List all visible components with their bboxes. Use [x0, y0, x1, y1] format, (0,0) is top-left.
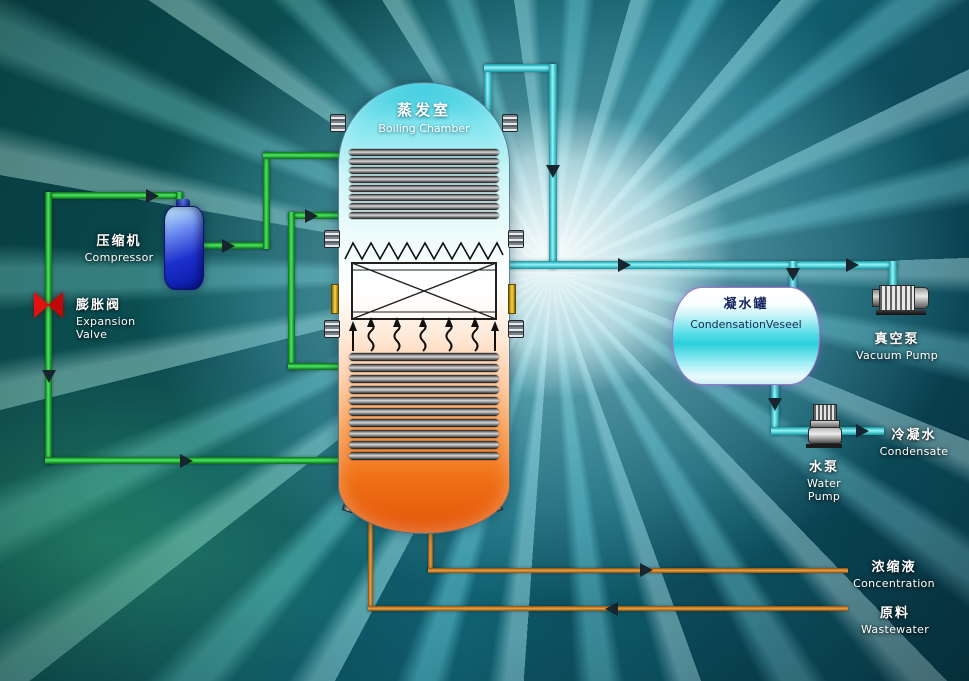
- expansion-valve-label-zh: 膨胀阀: [76, 298, 122, 313]
- coil-tube: [349, 452, 499, 460]
- demister-zigzag: [344, 241, 504, 261]
- flow-arrow: [42, 370, 56, 383]
- green-pipe-segment: [263, 152, 343, 159]
- orange-pipe-segment: [428, 522, 433, 572]
- compressor-label-zh: 压缩机: [96, 234, 142, 249]
- condensation-vessel: 凝水罐 CondensationVeseel: [672, 287, 820, 385]
- flow-arrow: [180, 454, 193, 468]
- coil-tube: [349, 386, 499, 394]
- heat-exchanger-top-coil: [349, 149, 499, 221]
- compressor-cap: [176, 199, 190, 208]
- expansion-valve-icon: [34, 292, 49, 318]
- vacuum-pump-icon: [872, 282, 930, 316]
- coil-tube: [349, 149, 499, 156]
- concentration-label: 浓缩液 Concentration: [848, 556, 940, 590]
- vacuum-pump-head: [914, 287, 929, 309]
- vessel-nozzle: [330, 114, 346, 132]
- coil-tube: [349, 397, 499, 405]
- wastewater-label-zh: 原料: [879, 606, 910, 621]
- vessel-nozzle: [324, 320, 340, 338]
- water-pump-label: 水泵 Water Pump: [789, 456, 859, 503]
- expansion-valve-icon: [48, 292, 63, 318]
- vessel-nozzle: [508, 320, 524, 338]
- green-pipe-segment: [288, 363, 343, 370]
- coil-tube: [349, 430, 499, 438]
- coil-tube: [349, 203, 499, 210]
- vessel-nozzle: [324, 230, 340, 248]
- wastewater-label-en: Wastewater: [860, 623, 930, 636]
- cyan-pipe-segment: [484, 64, 492, 112]
- flow-arrow: [546, 165, 560, 178]
- cyan-pipe-segment: [508, 261, 897, 269]
- vessel-nozzle: [502, 114, 518, 132]
- coil-tube: [349, 441, 499, 449]
- vessel-nozzle: [508, 230, 524, 248]
- coil-tube: [349, 375, 499, 383]
- vacuum-pump-label-zh: 真空泵: [874, 332, 920, 347]
- boiling-chamber-label-en: Boiling Chamber: [378, 122, 470, 135]
- coil-tube: [349, 408, 499, 416]
- cyan-pipe-segment: [484, 64, 557, 72]
- condensation-vessel-label-en: CondensationVeseel: [690, 318, 802, 331]
- heat-exchanger-bottom-coil: [349, 353, 499, 463]
- vacuum-pump-fins: [879, 285, 915, 311]
- vacuum-pump-base: [876, 310, 926, 315]
- concentration-label-zh: 浓缩液: [871, 560, 917, 575]
- coil-tube: [349, 185, 499, 192]
- flow-arrow: [846, 258, 859, 272]
- condensation-vessel-label-zh: 凝水罐: [723, 297, 769, 312]
- water-pump-label-zh: 水泵: [808, 460, 839, 475]
- flow-arrow: [640, 563, 653, 577]
- expansion-valve-label: 膨胀阀 Expansion Valve: [76, 294, 166, 341]
- green-pipe-segment: [45, 457, 360, 464]
- coil-tube: [349, 353, 499, 361]
- steam-arrows: [352, 323, 496, 352]
- flow-arrow: [605, 602, 618, 616]
- expansion-valve-label-en: Expansion Valve: [76, 315, 136, 341]
- coil-tube: [349, 212, 499, 219]
- condensate-label-zh: 冷凝水: [891, 428, 937, 443]
- boiling-chamber-vessel: 蒸发室 Boiling Chamber: [338, 82, 510, 534]
- vacuum-pump-label: 真空泵 Vacuum Pump: [855, 328, 939, 362]
- flow-arrow: [305, 209, 318, 223]
- compressor-label-en: Compressor: [84, 251, 154, 264]
- sight-glass: [508, 284, 516, 314]
- green-pipe-segment: [288, 212, 295, 370]
- coil-tube: [349, 419, 499, 427]
- orange-pipe-segment: [368, 520, 373, 611]
- cyan-pipe-segment: [889, 261, 897, 291]
- coil-tube: [349, 158, 499, 165]
- coil-tube: [349, 364, 499, 372]
- boiling-chamber-label-zh: 蒸发室: [396, 101, 451, 119]
- green-pipe-segment: [45, 192, 52, 464]
- cyan-pipe-segment: [771, 427, 816, 435]
- water-pump-icon: [806, 404, 842, 449]
- coil-tube: [349, 176, 499, 183]
- vacuum-pump-label-en: Vacuum Pump: [855, 349, 939, 362]
- condensate-label: 冷凝水 Condensate: [874, 424, 954, 458]
- water-pump-label-en: Water Pump: [806, 477, 842, 503]
- flow-arrow: [786, 268, 800, 281]
- coil-tube: [349, 167, 499, 174]
- condensate-label-en: Condensate: [879, 445, 949, 458]
- boiling-chamber-label: 蒸发室 Boiling Chamber: [339, 99, 509, 135]
- sight-glass: [331, 284, 339, 314]
- orange-pipe-segment: [428, 568, 848, 573]
- concentration-label-en: Concentration: [853, 577, 935, 590]
- compressor-label: 压缩机 Compressor: [84, 230, 154, 264]
- green-pipe-segment: [45, 192, 183, 199]
- water-pump-volute: [808, 427, 842, 444]
- coil-tube: [349, 194, 499, 201]
- flow-arrow: [618, 258, 631, 272]
- flow-arrow: [856, 424, 869, 438]
- flow-arrow: [146, 189, 159, 203]
- wastewater-label: 原料 Wastewater: [855, 602, 935, 636]
- steam-arrowheads: [349, 317, 499, 331]
- compressor-icon: [164, 206, 204, 290]
- flow-arrow: [768, 398, 782, 411]
- flow-arrow: [222, 239, 235, 253]
- water-pump-base: [806, 444, 842, 448]
- green-pipe-segment: [263, 152, 270, 249]
- exchanger-box: [351, 262, 497, 320]
